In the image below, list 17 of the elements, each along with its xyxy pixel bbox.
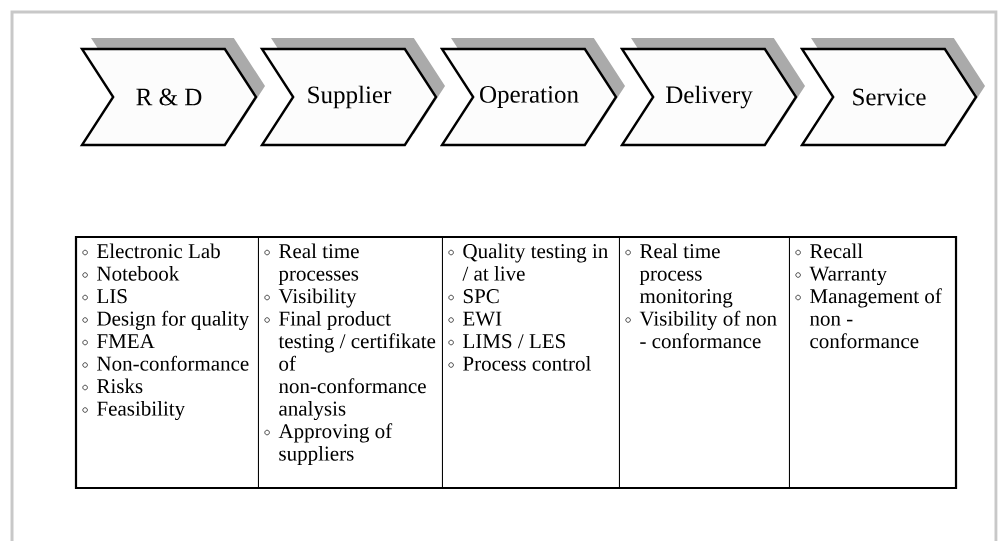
list-column: Quality testing in / at live SPC EWI LIMS / LES Process control [442, 237, 620, 489]
chevron-step: R & D [79, 38, 265, 147]
list-column: Recall Warranty Management of non - conformance [789, 237, 957, 489]
node-label: Non-conformance [97, 355, 249, 371]
node-label: Risks [97, 378, 143, 394]
node-label: Notebook [97, 265, 180, 281]
node-label: Feasibility [97, 400, 186, 421]
node-label: FMEA [97, 334, 155, 349]
chevron-step: Supplier [259, 38, 445, 147]
list-column: Real time processes Visibility Final product testing / certifikate of non-conformance analysis Approving of suppliers [258, 237, 443, 489]
chevron-step: Delivery [619, 38, 805, 147]
node-label: Design for quality [97, 310, 250, 331]
chevron-step: Service [799, 38, 985, 147]
node-label: Electronic Lab [97, 243, 220, 259]
node-label: LIS [97, 289, 127, 304]
chevron-step: Operation [439, 38, 625, 147]
list-column: Real time process monitoring Visibility of non - conformance [619, 237, 790, 489]
